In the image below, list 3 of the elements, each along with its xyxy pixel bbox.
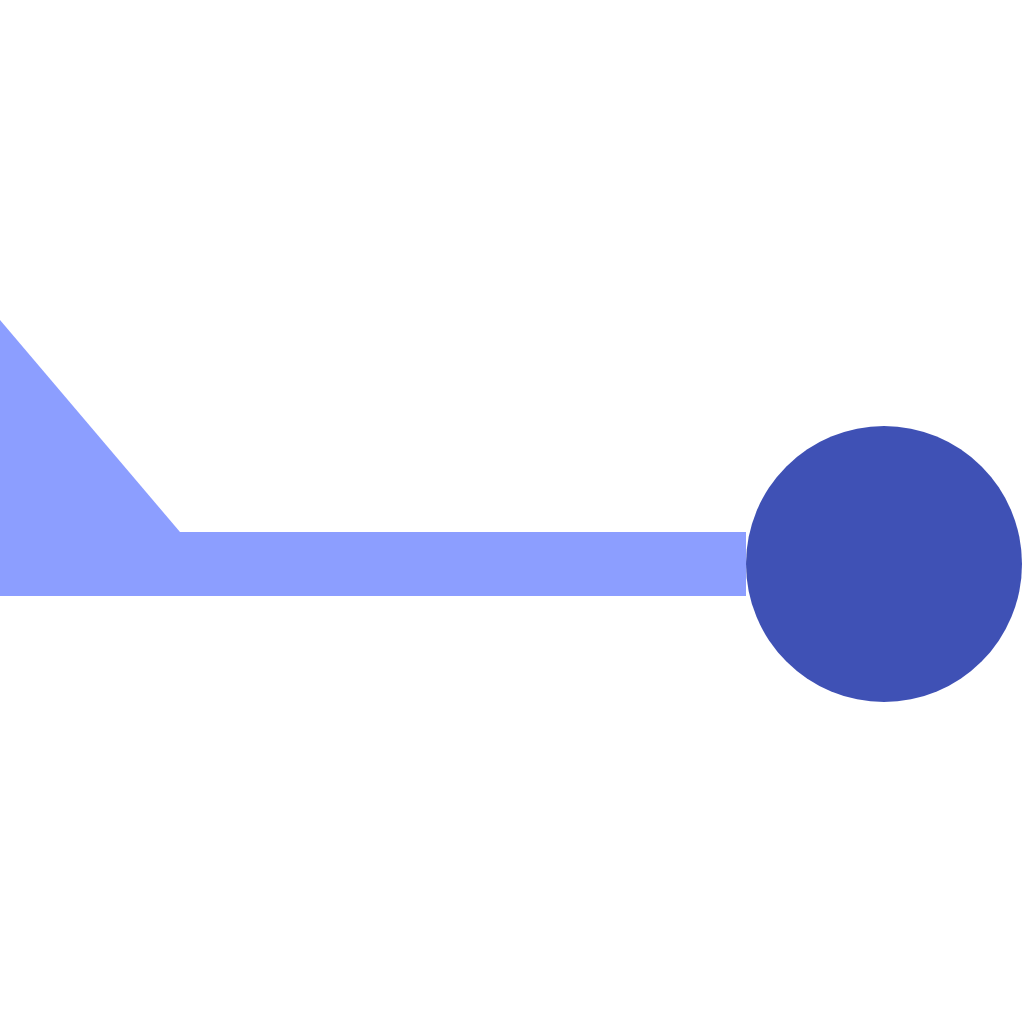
circle-node <box>746 426 1022 702</box>
connector-bar <box>180 532 746 596</box>
wedge-shape <box>0 320 180 596</box>
